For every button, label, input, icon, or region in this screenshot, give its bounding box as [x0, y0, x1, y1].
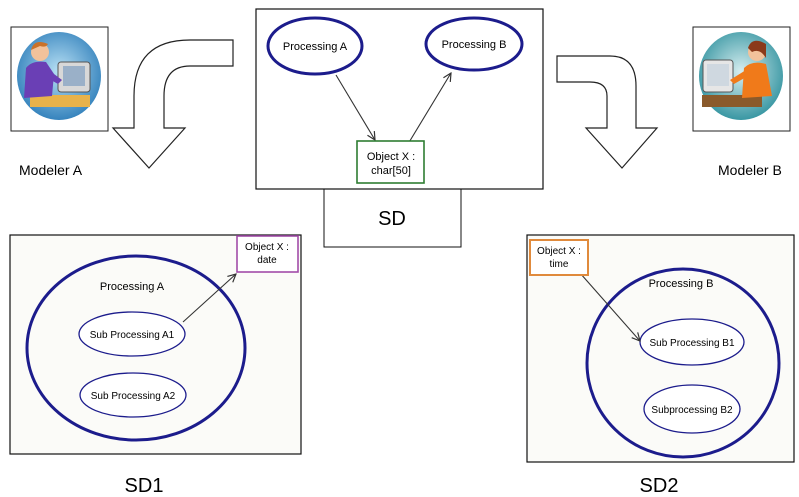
sd-object-line2: char[50] — [371, 165, 411, 177]
sd1-sub1-node[interactable] — [78, 311, 186, 357]
sd2-object-line2: time — [550, 259, 569, 270]
sd-processing-b-label: Processing B — [442, 39, 507, 51]
sd-object-line1: Object X : — [367, 151, 415, 163]
sd2-object-line1: Object X : — [537, 246, 581, 257]
modeler-a-icon — [10, 26, 109, 132]
sd1-processing-node[interactable] — [25, 254, 247, 442]
sd1-title: SD1 — [125, 475, 164, 497]
sd2-edge-object-to-sub1 — [579, 272, 640, 341]
flow-arrow-right-icon — [556, 55, 659, 169]
sd1-sub1-label: Sub Processing A1 — [90, 330, 175, 341]
sd1-object-line2: date — [257, 255, 277, 266]
modeler-b-label: Modeler B — [718, 162, 782, 178]
sd-edge-a-to-object — [335, 74, 375, 140]
flow-arrow-left-icon — [111, 39, 234, 169]
sd-processing-a-node[interactable] — [266, 16, 364, 76]
sd2-title: SD2 — [640, 475, 679, 497]
sd2-sub2-node[interactable] — [643, 384, 741, 434]
sd2-processing-label: Processing B — [649, 278, 714, 290]
modeler-b-icon — [692, 26, 791, 132]
sd1-object-box[interactable] — [236, 235, 299, 273]
sd-title: SD — [378, 208, 406, 230]
sd2-sub1-label: Sub Processing B1 — [649, 338, 734, 349]
sd2-object-box[interactable] — [529, 239, 589, 276]
sd-object-box[interactable] — [356, 140, 425, 184]
sd-edge-object-to-b — [407, 73, 451, 145]
sd1-sub2-label: Sub Processing A2 — [91, 391, 176, 402]
sd1-processing-label: Processing A — [100, 281, 165, 293]
sd-processing-a-label: Processing A — [283, 41, 348, 53]
sd1-sub2-node[interactable] — [79, 372, 187, 418]
modeler-a-label: Modeler A — [19, 162, 83, 178]
sd1-object-line1: Object X : — [245, 242, 289, 253]
sd1-edge-sub1-to-object — [182, 274, 236, 323]
sd-processing-b-node[interactable] — [424, 16, 524, 72]
sd2-processing-node[interactable] — [585, 267, 781, 459]
sd2-sub2-label: Subprocessing B2 — [651, 405, 733, 416]
